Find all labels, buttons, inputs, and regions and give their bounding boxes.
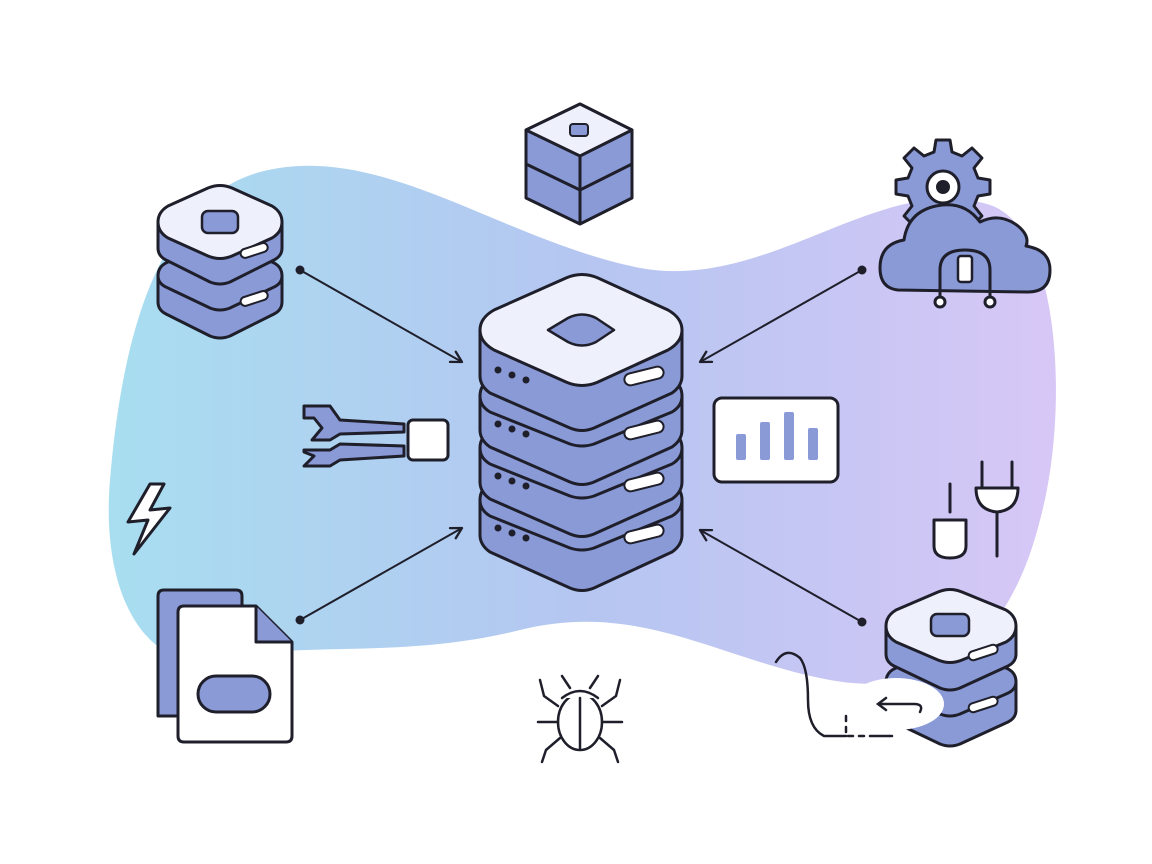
arrow-server-top-left [295,265,464,364]
document-icon [156,588,294,744]
lightning-icon [126,482,172,556]
cube-icon [524,102,634,226]
arrow-server-bottom-right [698,528,867,627]
arrow-cloud-top-right [698,265,867,364]
connections [295,265,867,627]
bar-chart-icon [712,396,840,484]
bug-icon [536,674,624,764]
server-pair-icon [156,184,284,340]
server-pair-icon-bottom [884,588,1018,748]
cable-icon [774,651,944,738]
server-stack-icon [478,273,684,592]
arrow-file-bottom-left [295,526,464,625]
server-unit-1 [478,273,684,432]
cloud-gear-icon [878,138,1052,309]
wrench-icon [302,404,450,468]
plug-icon [932,460,1020,560]
